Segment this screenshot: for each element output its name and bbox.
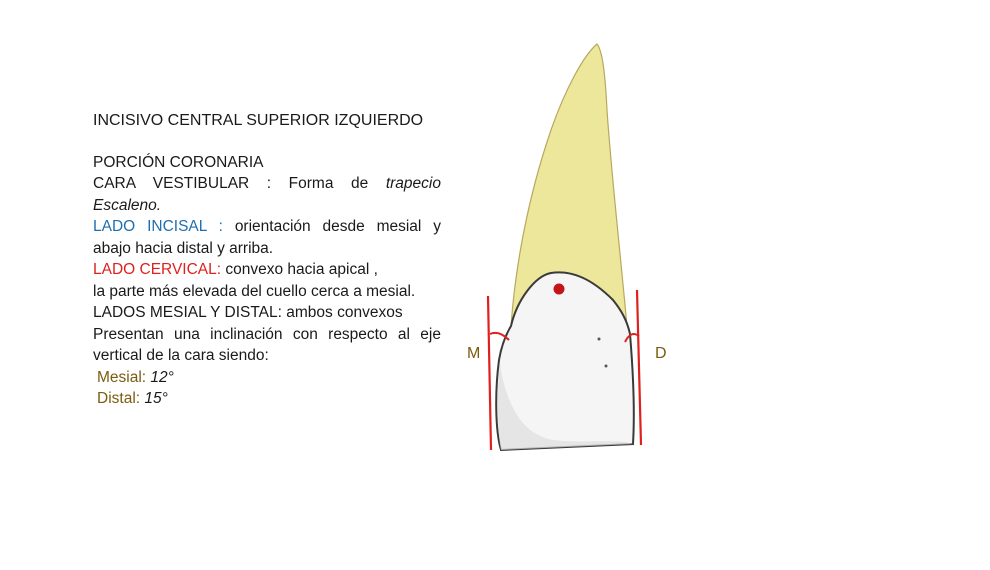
- inclination-text: Presentan una inclinación con respecto a…: [93, 325, 441, 343]
- vestibular-line: CARA VESTIBULAR : Forma de trapecio: [93, 173, 441, 195]
- distal-angle-arc: [624, 333, 640, 343]
- mesial-distal-label: LADOS MESIAL Y DISTAL:: [93, 304, 282, 321]
- distal-angle-label: Distal:: [97, 390, 141, 407]
- distal-marker: D: [655, 345, 667, 362]
- description-text: INCISIVO CENTRAL SUPERIOR IZQUIERDO PORC…: [93, 110, 441, 410]
- mesial-marker: M: [467, 345, 480, 362]
- distal-angle-value: 15°: [144, 390, 168, 407]
- mesial-angle-arc: [489, 331, 510, 341]
- cervical-label: LADO CERVICAL:: [93, 261, 222, 278]
- crown-shading: [497, 364, 633, 450]
- mesial-distal-text: ambos convexos: [286, 304, 403, 321]
- distal-axis-line: [635, 289, 643, 446]
- mesial-distal-line: LADOS MESIAL Y DISTAL: ambos convexos: [93, 302, 441, 324]
- crown-mark-2: [604, 364, 608, 368]
- vestibular-label: CARA VESTIBULAR :: [93, 175, 272, 192]
- incisal-text-cont: abajo hacia distal y arriba.: [93, 239, 274, 257]
- tooth-diagram: M D: [467, 43, 667, 452]
- section-heading: PORCIÓN CORONARIA: [93, 153, 264, 171]
- vestibular-shape: trapecio: [385, 175, 441, 192]
- mesial-angle-value: 12°: [150, 368, 174, 386]
- distal-angle: Distal: 15°: [93, 388, 441, 410]
- crown-mark-1: [597, 337, 601, 341]
- incisal-text: orientación desde mesial y: [234, 218, 441, 235]
- cervical-text: convexo hacia apical ,: [225, 261, 378, 278]
- page-title: INCISIVO CENTRAL SUPERIOR IZQUIERDO: [93, 112, 424, 129]
- vestibular-shape-cont: Escaleno.: [93, 196, 162, 214]
- mesial-axis-line: [486, 295, 493, 451]
- incisal-line: LADO INCISAL : orientación desde mesial …: [93, 216, 441, 238]
- mesial-angle-label: Mesial:: [97, 368, 147, 386]
- mesial-angle: Mesial: 12°: [93, 367, 441, 389]
- cervical-line: LADO CERVICAL: convexo hacia apical ,: [93, 259, 441, 281]
- cervical-high-point: [553, 283, 565, 295]
- inclination-text-cont: vertical de la cara siendo:: [93, 347, 269, 364]
- incisal-label: LADO INCISAL :: [93, 218, 223, 235]
- tooth-crown: [495, 271, 635, 452]
- vestibular-text: Forma de: [288, 175, 369, 192]
- cervical-text-cont: la parte más elevada del cuello cerca a …: [93, 282, 416, 300]
